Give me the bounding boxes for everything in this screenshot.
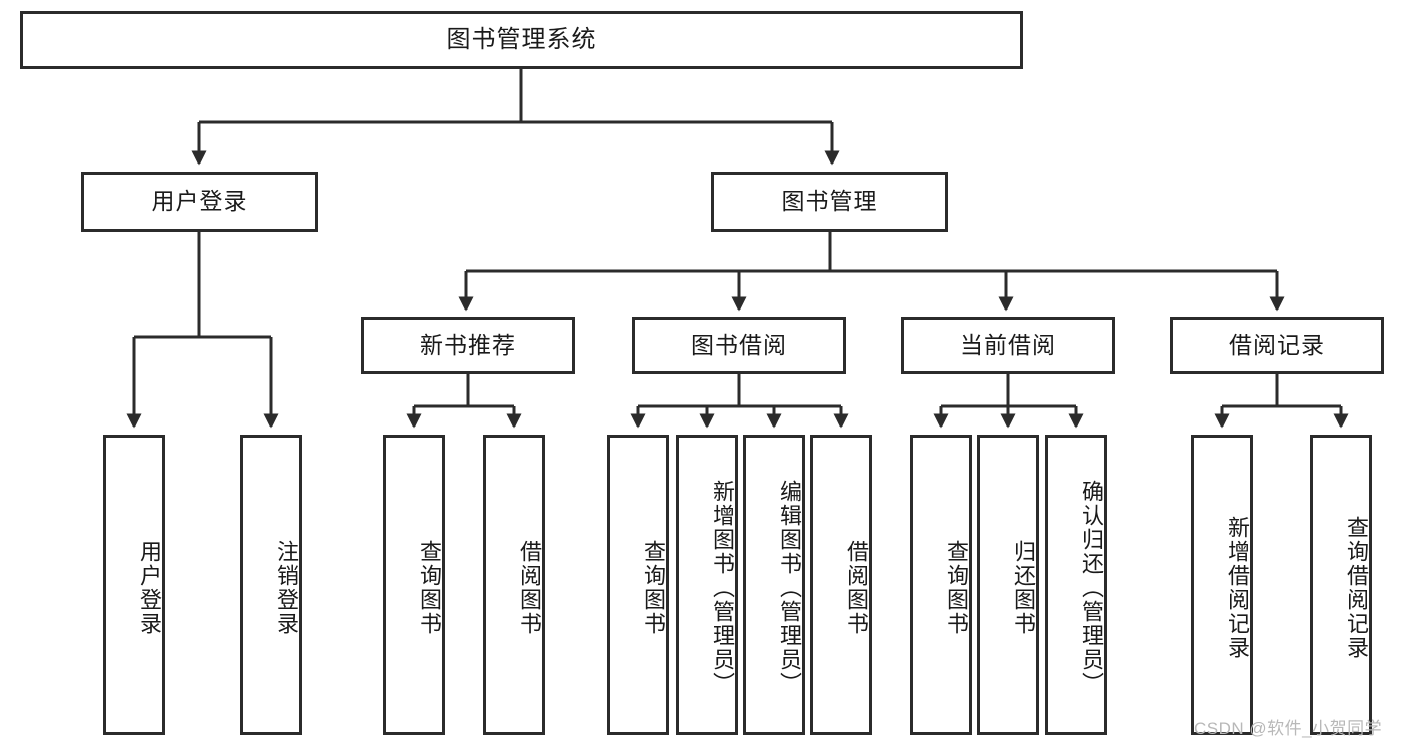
node-label: 注销登录 — [274, 540, 299, 636]
node-label: 查询借阅记录 — [1344, 516, 1369, 660]
leaf-return-book[interactable]: 归还图书 — [977, 435, 1039, 735]
node-borrow-record[interactable]: 借阅记录 — [1170, 317, 1384, 374]
leaf-query-book-borrow[interactable]: 查询图书 — [607, 435, 669, 735]
leaf-edit-book-admin[interactable]: 编辑图书（管理员） — [743, 435, 805, 735]
leaf-query-borrow-record[interactable]: 查询借阅记录 — [1310, 435, 1372, 735]
node-label: 借阅记录 — [1229, 331, 1325, 358]
leaf-query-book-current[interactable]: 查询图书 — [910, 435, 972, 735]
node-book-borrow[interactable]: 图书借阅 — [632, 317, 846, 374]
node-book-management[interactable]: 图书管理 — [711, 172, 948, 232]
leaf-logout-login[interactable]: 注销登录 — [240, 435, 302, 735]
node-label: 新书推荐 — [420, 331, 516, 358]
node-label: 当前借阅 — [960, 331, 1056, 358]
node-label: 查询图书 — [641, 540, 666, 636]
node-label: 归还图书 — [1011, 540, 1036, 636]
leaf-borrow-book-recommend[interactable]: 借阅图书 — [483, 435, 545, 735]
leaf-confirm-return-admin[interactable]: 确认归还（管理员） — [1045, 435, 1107, 735]
leaf-borrow-book[interactable]: 借阅图书 — [810, 435, 872, 735]
node-new-book-recommend[interactable]: 新书推荐 — [361, 317, 575, 374]
node-label: 查询图书 — [417, 540, 442, 636]
leaf-query-book-recommend[interactable]: 查询图书 — [383, 435, 445, 735]
node-label: 用户登录 — [151, 188, 248, 215]
node-label: 图书管理系统 — [446, 25, 597, 53]
node-label: 新增图书（管理员） — [710, 480, 735, 696]
node-label: 用户登录 — [137, 540, 162, 636]
node-label: 借阅图书 — [517, 540, 542, 636]
node-label: 图书管理 — [781, 188, 878, 215]
node-current-borrow[interactable]: 当前借阅 — [901, 317, 1115, 374]
node-label: 编辑图书（管理员） — [777, 480, 802, 696]
leaf-add-borrow-record[interactable]: 新增借阅记录 — [1191, 435, 1253, 735]
node-root-book-management-system[interactable]: 图书管理系统 — [20, 11, 1023, 69]
node-label: 借阅图书 — [844, 540, 869, 636]
node-label: 确认归还（管理员） — [1079, 480, 1104, 696]
leaf-add-book-admin[interactable]: 新增图书（管理员） — [676, 435, 738, 735]
leaf-user-login[interactable]: 用户登录 — [103, 435, 165, 735]
node-label: 新增借阅记录 — [1225, 516, 1250, 660]
node-label: 图书借阅 — [691, 331, 787, 358]
csdn-watermark: CSDN @软件_小贺同学 — [1194, 719, 1383, 738]
node-label: 查询图书 — [944, 540, 969, 636]
node-user-login[interactable]: 用户登录 — [81, 172, 318, 232]
